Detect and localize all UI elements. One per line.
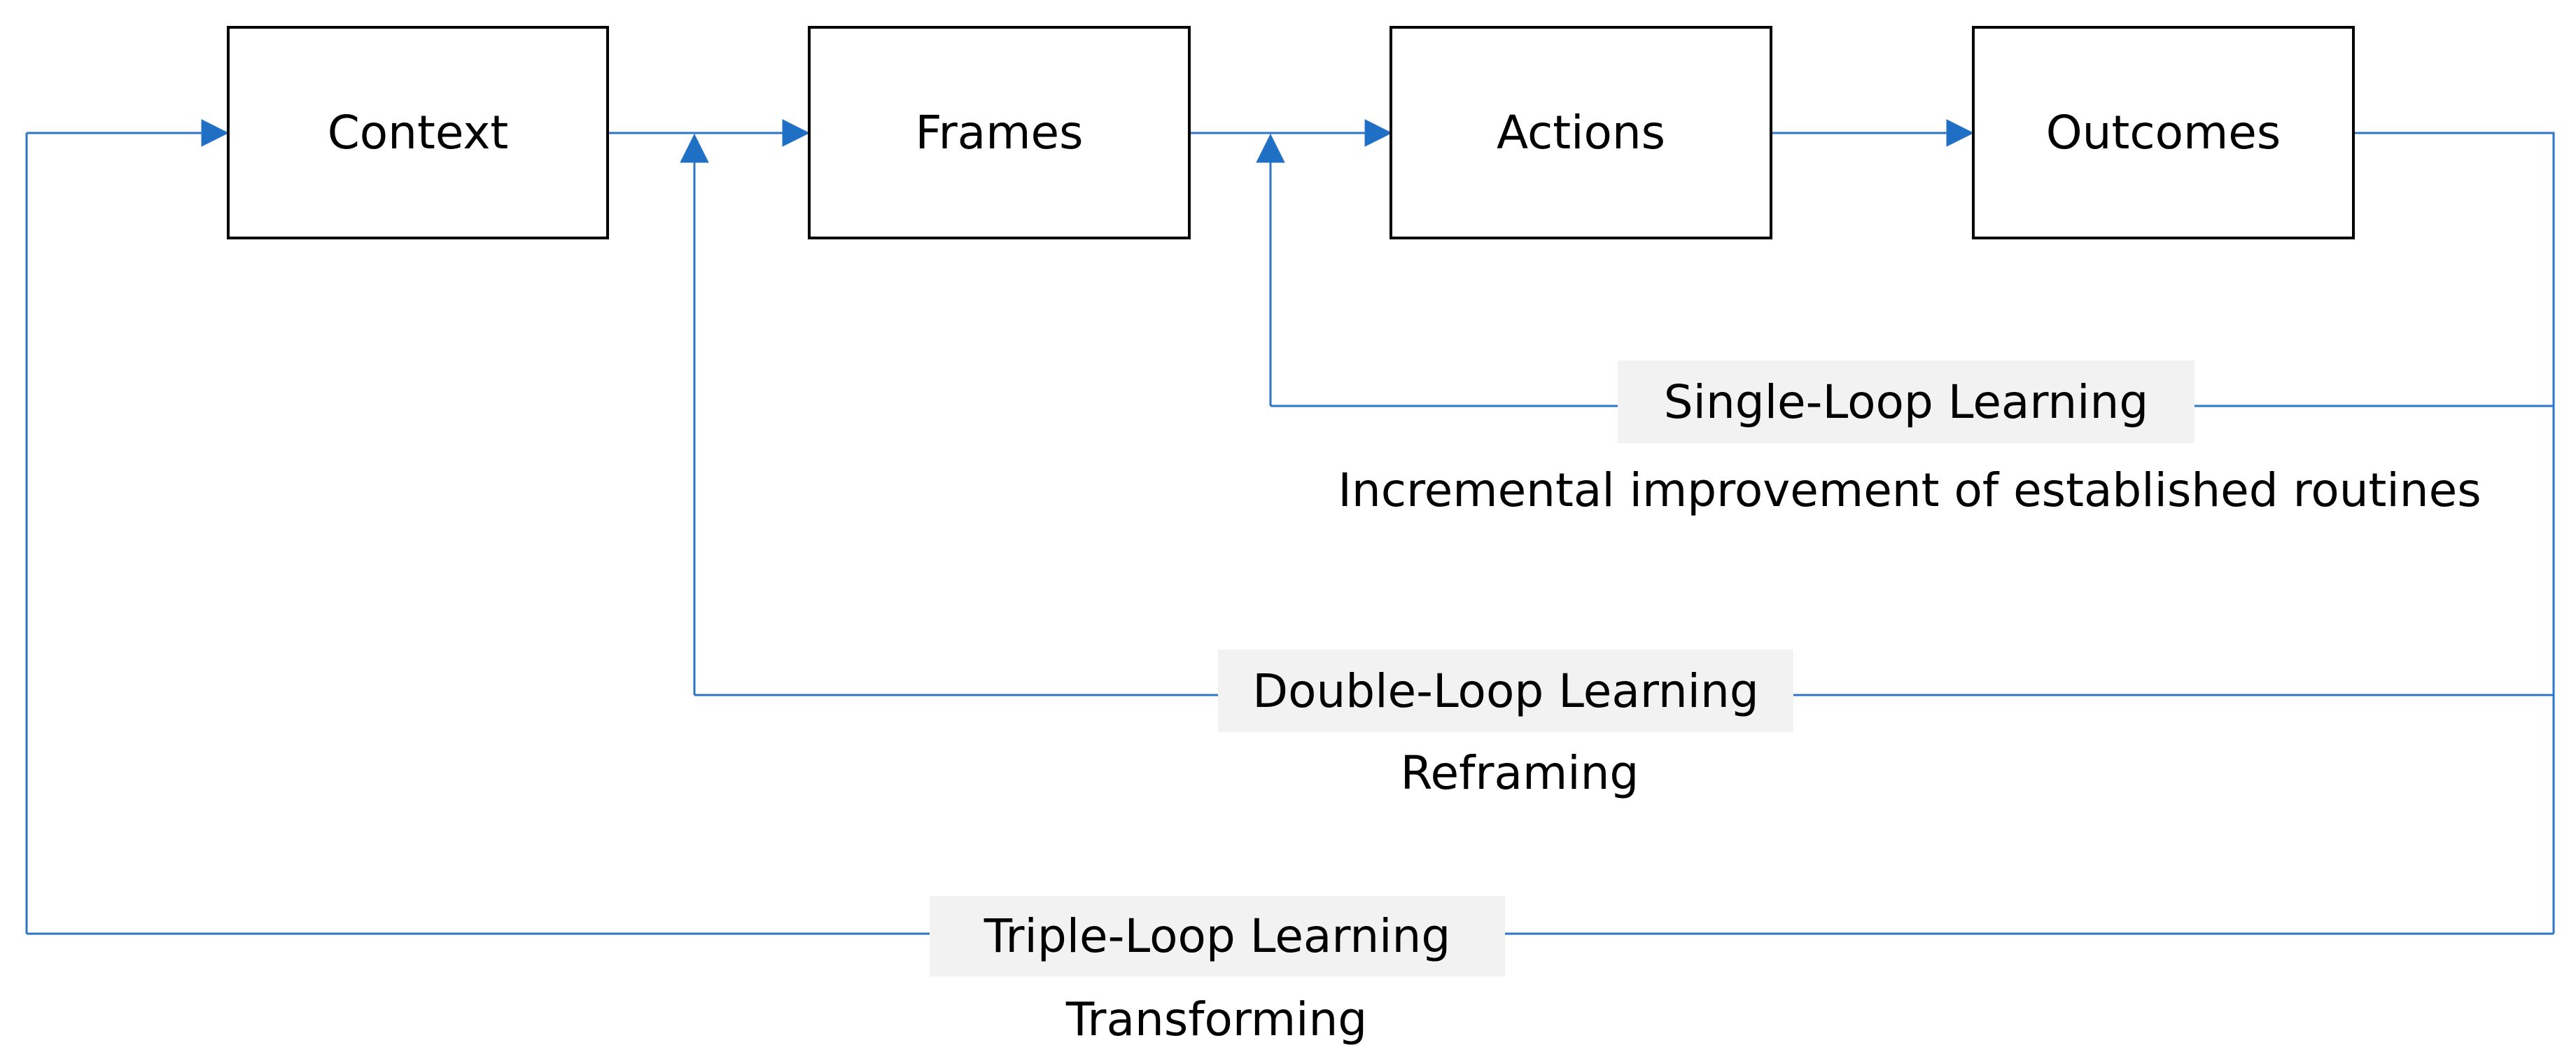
arrowhead-into-actions (1364, 119, 1393, 147)
triple-loop-label-text: Triple-Loop Learning (983, 909, 1451, 963)
triple-loop-caption: Transforming (1065, 993, 1368, 1046)
context-box: Context (227, 26, 609, 239)
arrowhead-into-outcomes (1946, 119, 1975, 147)
double-loop-label-text: Double-Loop Learning (1252, 664, 1759, 718)
single-loop-label: Single-Loop Learning (1618, 360, 2194, 443)
single-loop-label-text: Single-Loop Learning (1663, 374, 2149, 429)
double-loop-label: Double-Loop Learning (1218, 650, 1793, 732)
outcomes-box: Outcomes (1972, 26, 2355, 239)
context-label: Context (327, 106, 509, 160)
actions-label: Actions (1496, 106, 1666, 160)
outcomes-label: Outcomes (2045, 106, 2281, 160)
arrowhead-double-loop-up (680, 133, 709, 163)
arrowhead-into-frames (782, 119, 811, 147)
single-loop-caption: Incremental improvement of established r… (1338, 463, 2482, 517)
arrowhead-into-context (201, 119, 230, 147)
connector-outcomes-return (2353, 132, 2555, 934)
arrowhead-single-loop-up (1256, 133, 1285, 163)
double-loop-caption: Reframing (1400, 746, 1639, 800)
frames-label: Frames (915, 106, 1084, 160)
frames-box: Frames (808, 26, 1191, 239)
actions-box: Actions (1390, 26, 1772, 239)
triple-loop-label: Triple-Loop Learning (930, 896, 1505, 976)
